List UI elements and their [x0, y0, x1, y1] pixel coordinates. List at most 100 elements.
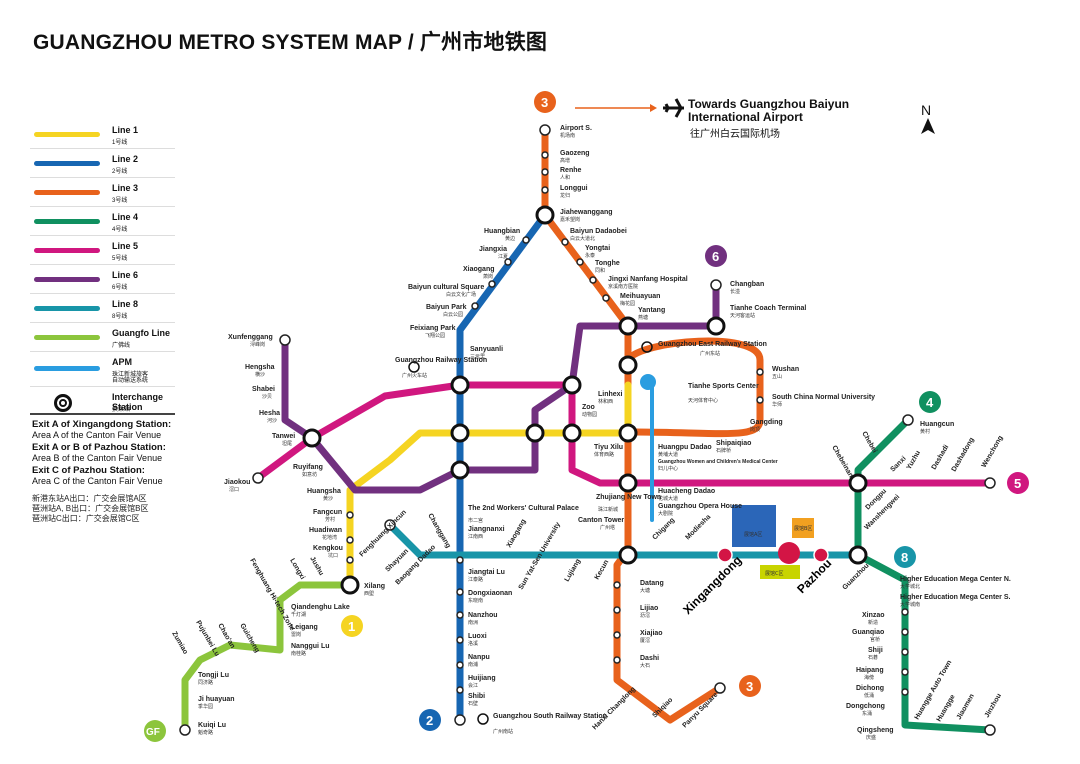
station-label: Guangzhou East Railway Station	[658, 341, 767, 348]
station-label: Modiesha	[684, 514, 712, 542]
station-label: Huacheng Dadao	[658, 488, 715, 495]
station-label: 坦尾	[282, 440, 292, 447]
station-label: 江夏	[498, 253, 508, 260]
station-label: 华师	[772, 401, 782, 408]
station-label: Leigang	[291, 624, 318, 631]
station-label: 季华园	[198, 703, 213, 710]
station-label: Baiyun Dadaobei	[570, 228, 627, 235]
station-label: 1	[348, 619, 355, 634]
line-4-swatch	[34, 219, 100, 224]
station-label: Jiangxia	[479, 246, 507, 253]
station-label: Guangzhou South Railway Station	[493, 713, 607, 720]
station-label: Dashadi	[931, 444, 951, 471]
station-label: 洛溪	[468, 640, 478, 647]
line-1-swatch	[34, 132, 100, 137]
station-label: 南浦	[468, 661, 478, 668]
station-label: Higher Education Mega Center S.	[900, 594, 1011, 601]
station-label: Tonghe	[595, 260, 620, 267]
legend-line-8: Line 8 8号线	[30, 294, 175, 323]
exit-note-c: Exit C of Pazhou Station:Area C of the C…	[32, 465, 163, 487]
station-label: Shibi	[468, 693, 485, 700]
station-label: 黄沙	[323, 495, 333, 502]
station-label: Lijiao	[640, 605, 658, 612]
station-label: 京溪南方医院	[608, 283, 638, 290]
station-label: Zoo	[582, 404, 595, 411]
station-label: GF	[146, 727, 160, 738]
station-label: Hengsha	[245, 364, 275, 371]
station-label: Baiyun Park	[426, 304, 467, 311]
station-label: 黄边	[505, 235, 515, 242]
station-label: 大石	[640, 662, 650, 669]
station-label: Tiyu Xilu	[594, 444, 623, 451]
station-label: Xiajiao	[640, 630, 663, 637]
line-6-swatch	[34, 277, 100, 282]
line-3-branch	[624, 337, 764, 438]
station-label: Xinzao	[862, 612, 885, 619]
station-label: 石碁	[868, 654, 878, 661]
station-label: Zhujiang New Town	[596, 494, 661, 501]
station-label: Guangzhou Railway Station	[395, 357, 487, 364]
station-label: 广州东站	[700, 350, 720, 357]
station-label: Huangge	[936, 693, 957, 723]
legend-line-3: Line 3 3号线	[30, 178, 175, 207]
station-label: 新造	[868, 619, 878, 626]
legend: Line 1 1号线 Line 2 2号线 Line 3 3号线 Line 4 …	[30, 120, 175, 415]
station-label: 白云公园	[443, 311, 463, 318]
exit-notes-chinese: 新港东站A出口：广交会展馆A区 琶洲站A, B出口：广交会展馆B区 琶洲站C出口…	[32, 494, 149, 523]
station-label: 5	[1014, 476, 1021, 491]
station-label: Meihuayuan	[620, 293, 660, 300]
compass-icon	[921, 118, 935, 134]
station-label: 东晓南	[468, 597, 483, 604]
station-label: Yantang	[638, 307, 665, 314]
canton-fair-venue: 展馆A区 展馆B区 展馆C区	[717, 505, 829, 579]
railway-station-icon	[477, 713, 489, 725]
station-label: Ruyifang	[293, 464, 323, 471]
station-label: Dashadong	[951, 436, 976, 473]
station-label: Tanwei	[272, 433, 295, 440]
station-label: Sanyuanli	[470, 346, 503, 353]
line-5-swatch	[34, 248, 100, 253]
station-label: Feixiang Park	[410, 325, 456, 332]
legend-interchange: Interchange Station 换乘站	[30, 387, 175, 415]
station-label: 珠江新城	[598, 506, 618, 513]
station-label: 3	[541, 95, 548, 110]
line-3-swatch	[34, 190, 100, 195]
interchange-icon	[54, 394, 72, 412]
station-label: Huijiang	[468, 675, 496, 682]
station-label: Guanzhou	[841, 562, 870, 591]
station-label: Huadiwan	[309, 527, 342, 534]
station-label: 坑口	[328, 552, 338, 559]
station-label: Wanshengwei	[863, 494, 901, 532]
line-badges: 3 6 4 5 8 1 2 3 GF	[144, 91, 1029, 742]
station-label: 体育西路	[594, 451, 614, 458]
legend-line-6: Line 6 6号线	[30, 265, 175, 294]
airport-direction-label-cn: 往广州白云国际机场	[690, 129, 780, 140]
station-label: 同和	[595, 267, 605, 274]
station-label: 林和西	[598, 398, 613, 405]
station-label: 永泰	[585, 252, 595, 259]
station-label: 南洲	[468, 619, 478, 626]
station-label: 滘口	[229, 486, 239, 493]
station-label: Chigang	[651, 517, 676, 542]
station-label: Tianhe Sports Center	[688, 383, 759, 390]
station-label: 石壁	[468, 700, 478, 707]
station-label: 2	[426, 713, 433, 728]
station-label: Baiyun cultural Square	[408, 284, 484, 291]
station-label: Kengkou	[313, 545, 343, 552]
station-label: 8	[901, 550, 908, 565]
legend-line-5: Line 5 5号线	[30, 236, 175, 265]
station-label: 萧岗	[483, 273, 493, 280]
station-label: Pazhou	[794, 556, 834, 596]
station-label: Huangcun	[920, 421, 954, 428]
legend-line-2: Line 2 2号线	[30, 149, 175, 178]
station-label: Jiaomen	[956, 693, 976, 721]
station-label: Nanggui Lu	[291, 643, 330, 650]
page-title: GUANGZHOU METRO SYSTEM MAP / 广州市地铁图	[33, 31, 548, 54]
station-label: Jiangnanxi	[468, 526, 505, 533]
station-label: Nanpu	[468, 654, 490, 661]
station-label: 庆盛	[866, 734, 876, 741]
station-label: 燕塘	[638, 314, 648, 321]
station-label: Renhe	[560, 167, 582, 174]
